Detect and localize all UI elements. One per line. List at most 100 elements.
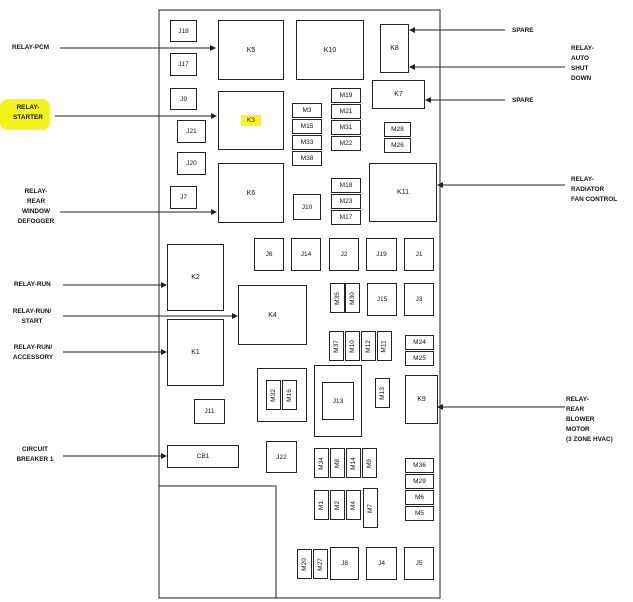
jack-j9-label: J9 (180, 95, 187, 103)
label-spare-1: SPARE (512, 26, 534, 36)
mini-m17-label: M17 (339, 214, 353, 221)
jack-j14-label: J14 (300, 251, 312, 258)
jack-j8-label: J8 (341, 560, 348, 567)
mini-m1: M1 (314, 490, 329, 520)
jack-j7-label: J7 (180, 194, 187, 201)
jack-j19: J19 (366, 238, 397, 271)
relay-k3-label-highlight: K3 (241, 115, 261, 126)
label-relay-run-text: RELAY-RUN (14, 281, 51, 288)
label-circuit-breaker: CIRCUIT BREAKER 1 (17, 445, 54, 465)
mini-m37: M37 (329, 331, 344, 361)
module-outline (158, 9, 441, 599)
mini-m23-label: M23 (339, 198, 353, 205)
relay-k10-label: K10 (323, 46, 337, 54)
mini-m29-label: M29 (413, 478, 426, 485)
starter-highlight (0, 99, 50, 130)
label-asd-line1: RELAY- (571, 45, 594, 52)
jack-j13-frame: J13 (314, 365, 362, 437)
mini-m8-label: M8 (334, 458, 341, 468)
jack-j3: J3 (404, 283, 434, 316)
mini-m10-label: M10 (349, 339, 356, 353)
label-relay-radiator-fan: RELAY- RADIATOR FAN CONTROL (571, 175, 617, 205)
mini-m27: M27 (313, 549, 328, 579)
mini-m26: M26 (384, 138, 411, 153)
relay-k3-label: K3 (247, 117, 255, 124)
label-relay-run: RELAY-RUN (14, 280, 51, 290)
relay-k1-label: K1 (191, 349, 200, 356)
mini-m28-label: M28 (391, 126, 404, 133)
relay-k8-label: K8 (390, 45, 399, 52)
jack-j13-label: J13 (332, 397, 344, 405)
mini-m25: M25 (405, 351, 434, 366)
mini-m9-label: M9 (366, 458, 373, 468)
label-asd-line3: SHUT (571, 65, 589, 72)
jack-j5: J5 (404, 547, 434, 580)
label-rw-line3: WINDOW (21, 208, 51, 215)
mini-m32: M32 (266, 380, 281, 410)
mini-m27-label: M27 (317, 557, 324, 571)
label-rw-line2: REAR (26, 198, 46, 205)
label-rw-line4: DEFOGGER (17, 218, 55, 225)
jack-j13: J13 (322, 382, 354, 420)
mini-m34-label: M34 (318, 456, 325, 470)
label-run-acc-line1: RELAY-RUN/ (13, 344, 53, 351)
mini-m24: M24 (405, 335, 434, 350)
label-spare-2: SPARE (512, 96, 534, 106)
label-blow-line3: BLOWER (566, 416, 595, 423)
mini-m31-label: M31 (339, 124, 353, 131)
jack-j20: J20 (177, 152, 206, 175)
relay-k7-label: K7 (394, 91, 403, 98)
mini-m21-label: M21 (339, 108, 353, 115)
mini-m19: M19 (331, 88, 361, 103)
relay-k2: K2 (167, 244, 224, 311)
mini-m20: M20 (297, 549, 312, 579)
label-relay-run-accessory: RELAY-RUN/ ACCESSORY (13, 343, 53, 363)
relay-k6: K6 (218, 163, 284, 223)
mini-m11: M11 (377, 331, 392, 361)
mini-m9: M9 (362, 448, 377, 478)
jack-j22-label: J22 (276, 453, 287, 461)
label-run-start-line1: RELAY-RUN/ (12, 308, 52, 315)
mini-m35-label: M35 (334, 291, 341, 305)
label-rad-line3: FAN CONTROL (571, 196, 618, 203)
mini-m33-label: M33 (300, 139, 314, 146)
jack-j4-label: J4 (378, 560, 385, 567)
relay-k5-label: K5 (246, 46, 256, 54)
module-notch (159, 485, 277, 598)
mini-m14: M14 (346, 448, 361, 478)
label-relay-starter-line2: STARTER (13, 114, 43, 121)
jack-j3-label: J3 (415, 296, 423, 303)
mini-m22-label: M22 (339, 140, 353, 147)
jack-j18-label: J18 (178, 27, 189, 35)
mini-m4-label: M4 (350, 500, 357, 510)
mini-m23: M23 (331, 194, 361, 209)
mini-m28: M28 (384, 122, 411, 137)
jack-j10-label: J10 (301, 203, 313, 211)
mini-m7: M7 (363, 488, 378, 528)
mini-m30: M30 (345, 283, 360, 313)
relay-k4: K4 (238, 285, 307, 345)
mini-m5: M5 (405, 506, 434, 521)
jack-j7: J7 (170, 186, 197, 209)
label-asd-line2: AUTO (571, 55, 589, 62)
mini-m15: M15 (292, 119, 322, 134)
jack-j17-label: J17 (178, 61, 189, 68)
label-relay-starter-line1: RELAY- (16, 104, 40, 111)
label-rad-line2: RADIATOR (571, 186, 605, 193)
relay-k1: K1 (167, 319, 224, 386)
label-spare-2-text: SPARE (512, 97, 534, 104)
jack-j1: J1 (404, 238, 434, 271)
mini-m15-label: M15 (300, 123, 314, 130)
label-asd-line4: DOWN (571, 75, 592, 82)
relay-k10: K10 (296, 20, 364, 80)
mini-m3-label: M3 (302, 107, 312, 114)
label-run-acc-line2: ACCESSORY (12, 354, 54, 361)
jack-j17: J17 (170, 53, 197, 76)
mini-m6-label: M6 (414, 494, 425, 501)
mini-m10: M10 (345, 331, 360, 361)
mini-m25-label: M25 (413, 355, 426, 362)
mini-m26-label: M26 (391, 142, 404, 149)
mini-m38-label: M38 (300, 155, 314, 162)
mini-m36: M36 (405, 458, 434, 473)
